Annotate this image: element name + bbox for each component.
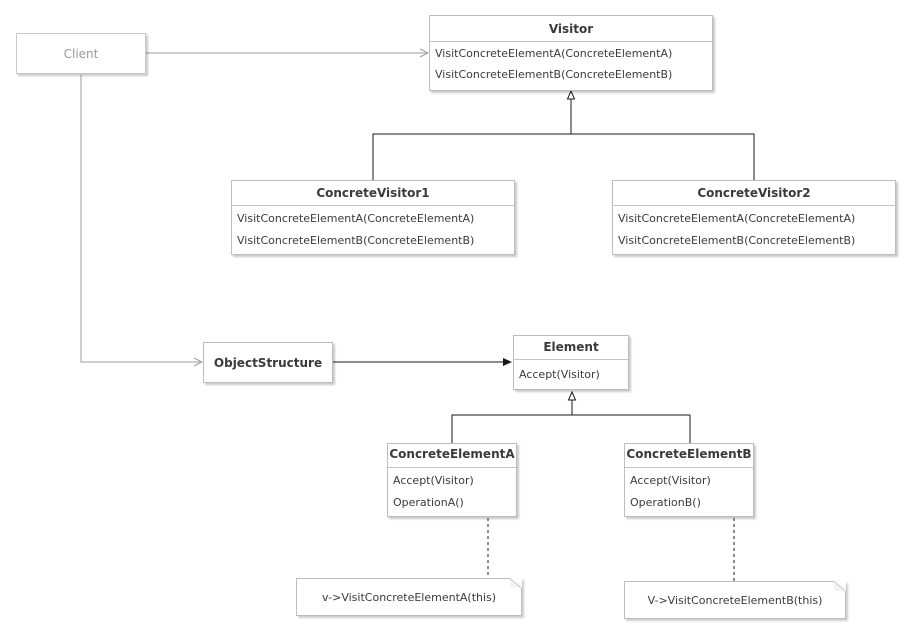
visitor-generalization — [372, 89, 755, 180]
visitor-divider — [430, 41, 712, 42]
visitor-class[interactable]: Visitor VisitConcreteElementA(ConcreteEl… — [429, 15, 713, 91]
concrete-element-a-op: OperationA() — [393, 496, 464, 509]
concrete-element-b-divider — [625, 467, 753, 468]
concrete-element-b-op: OperationB() — [630, 496, 701, 509]
concrete-visitor-2-op: VisitConcreteElementA(ConcreteElementA) — [618, 212, 856, 225]
concrete-visitor-1-name: ConcreteVisitor1 — [316, 186, 430, 200]
concrete-element-a-name: ConcreteElementA — [389, 447, 515, 461]
note-b-fold — [834, 581, 846, 591]
note-b[interactable]: V->VisitConcreteElementB(this) — [624, 581, 846, 619]
concrete-visitor-1-divider — [232, 205, 514, 206]
concrete-visitor-2-class[interactable]: ConcreteVisitor2 VisitConcreteElementA(C… — [612, 180, 896, 255]
concrete-visitor-2-divider — [613, 205, 895, 206]
note-a-fold — [510, 578, 522, 588]
objectstructure-element-aggregation — [333, 358, 512, 366]
concrete-visitor-1-class[interactable]: ConcreteVisitor1 VisitConcreteElementA(C… — [231, 180, 515, 255]
note-a[interactable]: v->VisitConcreteElementA(this) — [296, 578, 522, 616]
concrete-visitor-2-name: ConcreteVisitor2 — [697, 186, 811, 200]
concrete-visitor-1-op: VisitConcreteElementA(ConcreteElementA) — [237, 212, 475, 225]
element-divider — [514, 359, 628, 360]
concrete-element-b-class[interactable]: ConcreteElementB Accept(Visitor) Operati… — [624, 443, 754, 517]
concrete-visitor-2-op: VisitConcreteElementB(ConcreteElementB) — [618, 234, 856, 247]
concrete-element-b-name: ConcreteElementB — [626, 447, 752, 461]
concrete-visitor-1-op: VisitConcreteElementB(ConcreteElementB) — [237, 234, 475, 247]
concrete-element-a-class[interactable]: ConcreteElementA Accept(Visitor) Operati… — [387, 443, 517, 517]
client-objectstructure-association — [80, 75, 202, 362]
note-a-text: v->VisitConcreteElementA(this) — [321, 590, 497, 604]
concrete-element-a-op: Accept(Visitor) — [393, 474, 474, 487]
element-class-name: Element — [543, 340, 599, 354]
visitor-op: VisitConcreteElementA(ConcreteElementA) — [435, 47, 673, 60]
concrete-element-a-divider — [388, 467, 516, 468]
note-b-text: V->VisitConcreteElementB(this) — [647, 593, 823, 607]
client-label: Client — [63, 46, 99, 61]
object-structure-box[interactable]: ObjectStructure — [203, 342, 333, 383]
client-box[interactable]: Client — [16, 33, 146, 74]
visitor-op: VisitConcreteElementB(ConcreteElementB) — [435, 68, 673, 81]
element-class[interactable]: Element Accept(Visitor) — [513, 335, 629, 390]
element-generalization — [451, 390, 691, 443]
visitor-class-name: Visitor — [548, 22, 594, 36]
concrete-element-b-op: Accept(Visitor) — [630, 474, 711, 487]
object-structure-label: ObjectStructure — [213, 355, 323, 370]
element-op: Accept(Visitor) — [519, 368, 600, 381]
